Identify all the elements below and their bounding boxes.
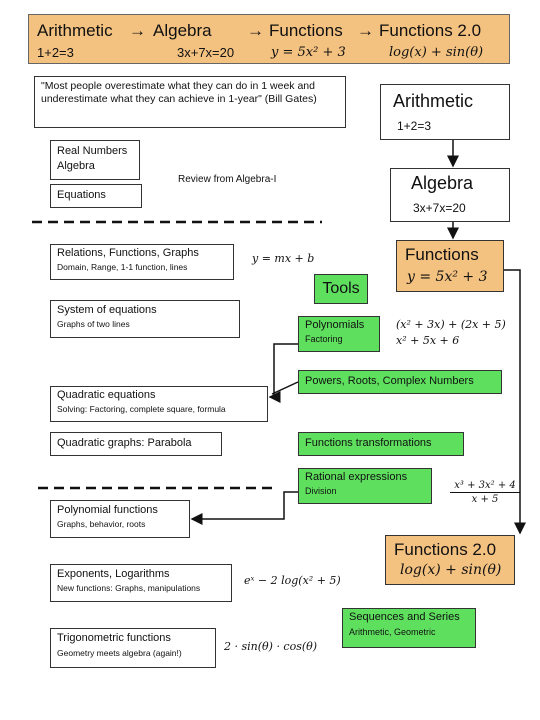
- flow-algebra-sub: 3x+7x=20: [413, 201, 466, 215]
- formula-exp: eˣ − 2 log(x² + 5): [244, 574, 341, 587]
- flow-functions-box: Functions y = 5x² + 3: [396, 240, 504, 292]
- tools-label: Tools: [322, 280, 360, 297]
- arrow-polynomials-to-quadratic: [268, 343, 298, 403]
- arrow-rational-to-polynomial-functions: [190, 491, 298, 525]
- transformations-tool-label: Functions transformations: [305, 437, 432, 449]
- flow-arithmetic-box: Arithmetic 1+2=3: [380, 84, 510, 140]
- quote-box: "Most people overestimate what they can …: [34, 76, 346, 128]
- quadratic-box: Quadratic equations Solving: Factoring, …: [50, 386, 268, 422]
- formula-rational-den: x + 5: [471, 494, 499, 505]
- flow-functions-sub: y = 5x² + 3: [407, 269, 488, 285]
- algebra-label: Algebra: [57, 160, 95, 172]
- quadratic-title: Quadratic equations: [57, 389, 156, 401]
- flow-arithmetic-title: Arithmetic: [393, 91, 474, 111]
- equations-box: Equations: [50, 184, 142, 208]
- header-arrow-2: →: [247, 21, 264, 40]
- rational-tool-title: Rational expressions: [305, 471, 408, 483]
- formula-poly-2: x² + 5x + 6: [396, 334, 460, 347]
- flow-arithmetic-sub: 1+2=3: [397, 119, 432, 133]
- polynomials-tool-box: Polynomials Factoring: [298, 316, 380, 352]
- header-banner: Arithmetic → Algebra → Functions → Funct…: [28, 14, 510, 64]
- quadratic-graphs-label: Quadratic graphs: Parabola: [57, 437, 192, 449]
- flow-functions-2-title: Functions 2.0: [394, 540, 497, 559]
- header-functions: Functions: [269, 21, 343, 40]
- exponents-box: Exponents, Logarithms New functions: Gra…: [50, 564, 232, 602]
- rational-tool-subtitle: Division: [305, 486, 337, 496]
- formula-rational-num: x³ + 3x² + 4: [454, 480, 516, 491]
- header-functions-2: Functions 2.0: [379, 21, 482, 40]
- header-algebra: Algebra: [153, 21, 212, 40]
- flow-algebra-box: Algebra 3x+7x=20: [390, 168, 510, 222]
- formula-trig: 2 · sin(θ) · cos(θ): [224, 640, 318, 653]
- flow-functions-2-sub: log(x) + sin(θ): [400, 562, 502, 578]
- powers-tool-box: Powers, Roots, Complex Numbers: [298, 370, 502, 394]
- arrow-functions-to-functions2: [504, 269, 526, 535]
- polynomial-functions-subtitle: Graphs, behavior, roots: [57, 519, 146, 529]
- relations-subtitle: Domain, Range, 1-1 function, lines: [57, 262, 188, 272]
- polynomials-tool-subtitle: Factoring: [305, 334, 343, 344]
- header-arrow-3: →: [357, 21, 374, 40]
- system-subtitle: Graphs of two lines: [57, 319, 130, 329]
- system-box: System of equations Graphs of two lines: [50, 300, 240, 338]
- rational-tool-box: Rational expressions Division: [298, 468, 432, 504]
- equations-label: Equations: [57, 189, 106, 201]
- relations-box: Relations, Functions, Graphs Domain, Ran…: [50, 244, 234, 280]
- header-arrow-1: →: [129, 21, 146, 40]
- powers-tool-label: Powers, Roots, Complex Numbers: [305, 375, 474, 387]
- header-sub-algebra: 3x+7x=20: [177, 45, 235, 60]
- formula-rational: x³ + 3x² + 4 x + 5: [446, 480, 524, 505]
- real-numbers-label: Real Numbers: [57, 145, 128, 157]
- header-sub-functions: y = 5x² + 3: [271, 45, 346, 60]
- review-note: Review from Algebra-I: [178, 174, 277, 185]
- header-arithmetic: Arithmetic: [37, 21, 113, 40]
- real-numbers-box: Real Numbers Algebra: [50, 140, 140, 180]
- trig-box: Trigonometric functions Geometry meets a…: [50, 628, 216, 668]
- quadratic-graphs-box: Quadratic graphs: Parabola: [50, 432, 222, 456]
- exponents-title: Exponents, Logarithms: [57, 568, 170, 580]
- formula-line: y = mx + b: [252, 252, 315, 265]
- sequences-tool-box: Sequences and Series Arithmetic, Geometr…: [342, 608, 476, 648]
- sequences-tool-subtitle: Arithmetic, Geometric: [349, 627, 436, 637]
- quadratic-subtitle: Solving: Factoring, complete square, for…: [57, 404, 226, 414]
- arrow-powers-to-quadratic: [271, 381, 299, 395]
- header-sub-functions-2: log(x) + sin(θ): [389, 45, 484, 60]
- sequences-tool-title: Sequences and Series: [349, 611, 460, 623]
- tools-label-box: Tools: [314, 274, 368, 304]
- header-sub-arithmetic: 1+2=3: [37, 45, 74, 60]
- flow-functions-2-box: Functions 2.0 log(x) + sin(θ): [385, 535, 515, 585]
- polynomials-tool-title: Polynomials: [305, 319, 365, 331]
- system-title: System of equations: [57, 304, 157, 316]
- exponents-subtitle: New functions: Graphs, manipulations: [57, 583, 201, 593]
- flow-functions-title: Functions: [405, 245, 479, 264]
- polynomial-functions-title: Polynomial functions: [57, 504, 158, 516]
- trig-subtitle: Geometry meets algebra (again!): [57, 648, 182, 658]
- relations-title: Relations, Functions, Graphs: [57, 247, 199, 259]
- formula-poly-1: (x² + 3x) + (2x + 5): [396, 318, 506, 331]
- fraction-bar: [450, 492, 520, 493]
- transformations-tool-box: Functions transformations: [298, 432, 464, 456]
- polynomial-functions-box: Polynomial functions Graphs, behavior, r…: [50, 500, 190, 538]
- flow-algebra-title: Algebra: [411, 173, 474, 193]
- trig-title: Trigonometric functions: [57, 632, 171, 644]
